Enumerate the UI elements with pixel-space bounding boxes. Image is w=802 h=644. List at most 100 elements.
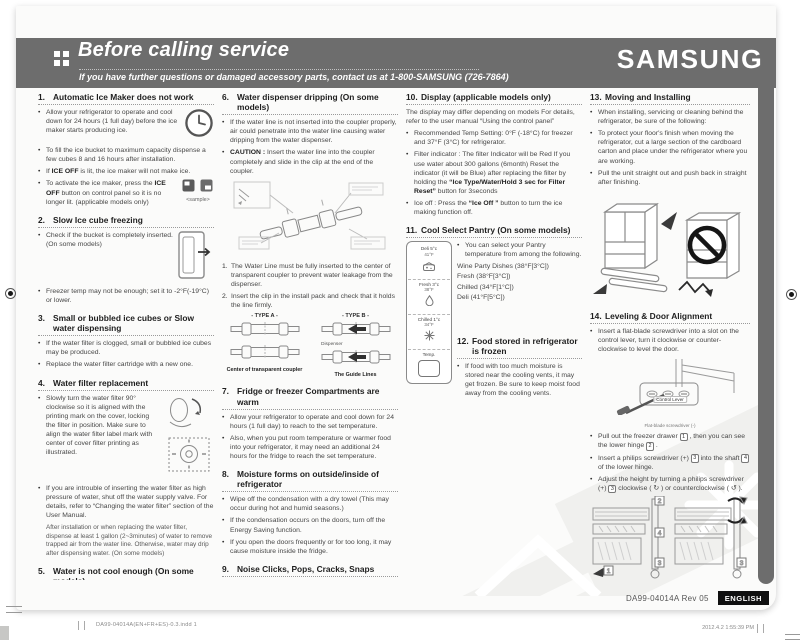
bullet-marker: • (590, 169, 598, 187)
bullet-marker: • (406, 129, 414, 147)
language-badge: ENGLISH (718, 591, 769, 605)
item-text: If you open the doors frequently or for … (230, 538, 398, 556)
bullet-marker: • (38, 484, 46, 520)
section-heading: 7.Fridge or freezer Compartments are war… (222, 386, 398, 409)
section-title: Cool Select Pantry (On some models) (421, 225, 582, 235)
number-marker: 1. (222, 262, 231, 289)
bullet-item: •If you are introuble of inserting the w… (38, 484, 214, 520)
print-file-name: DA99-04014A(EN+FR+ES)-0.3.indd 1 (96, 622, 197, 628)
drawer-hinge-step-2: 3 (674, 496, 748, 580)
item-text: Insert a philips screwdriver (+) 3 into … (598, 454, 750, 472)
section-body: •Allow your refrigerator to operate and … (222, 413, 398, 461)
section-9: 9.Noise Clicks, Pops, Cracks, Snaps•Thes… (222, 564, 398, 580)
print-timestamp: 2012.4.2 1:55:39 PM (702, 625, 754, 631)
section-1: 1.Automatic Ice Maker does not work•Allo… (38, 92, 214, 207)
droplet-icon (408, 293, 450, 311)
item-text: Adjust the height by turning a philips s… (598, 475, 750, 493)
page-title: Before calling service (78, 39, 289, 62)
coupler-types-illustration: - TYPE A -Center of transparent coupler-… (222, 313, 398, 378)
bullet-marker: • (38, 287, 46, 305)
section-heading: 10.Display (applicable models only) (406, 92, 582, 105)
section-heading: 1.Automatic Ice Maker does not work (38, 92, 214, 105)
bullet-item: •If you open the doors frequently or for… (222, 538, 398, 556)
section-heading: 4.Water filter replacement (38, 378, 214, 391)
bullet-marker: • (38, 167, 46, 176)
section-3: 3.Small or bubbled ice cubes or Slow wat… (38, 313, 214, 369)
item-text: To protect your floor's finish when movi… (598, 129, 750, 165)
item-text: Slowly turn the water filter 90° clockwi… (46, 394, 214, 481)
bullet-item: •Adjust the height by turning a philips … (590, 475, 750, 493)
item-text: CAUTION : Insert the water line into the… (230, 148, 398, 175)
section-heading: 5.Water is not cool enough (On some mode… (38, 566, 214, 580)
bullet-item: •If the water filter is clogged, small o… (38, 339, 214, 357)
section-number: 2. (38, 215, 53, 225)
section-2: 2.Slow Ice cube freezing•Check if the bu… (38, 215, 214, 305)
section-4: 4.Water filter replacement •Slowly turn t… (38, 378, 214, 559)
section-number: 7. (222, 386, 237, 406)
document-code: DA99-04014A Rev 05 (626, 594, 709, 603)
bullet-item: •Check if the bucket is completely inser… (38, 231, 214, 284)
page-subtitle: If you have further questions or damaged… (79, 72, 509, 82)
bullet-item: •Recommended Temp Setting: 0°F (-18°C) f… (406, 129, 582, 147)
num-item: 2.Insert the clip in the install pack an… (222, 292, 398, 310)
item-text: Also, when you put room temperature or w… (230, 434, 398, 461)
section-title: Noise Clicks, Pops, Cracks, Snaps (237, 564, 398, 574)
bullet-marker: • (222, 118, 230, 145)
bullet-item: •If the water line is not inserted into … (222, 118, 398, 145)
clock-illustration (184, 108, 214, 141)
bullet-marker: • (590, 327, 598, 354)
bullet-marker: • (38, 231, 46, 284)
section-number: 8. (222, 469, 237, 489)
section-heading: 8.Moisture forms on outside/inside of re… (222, 469, 398, 492)
bullet-marker: • (38, 108, 46, 143)
section-body: •If the water filter is clogged, small o… (38, 339, 214, 369)
section-5: 5.Water is not cool enough (On some mode… (38, 566, 214, 580)
item-text: After installation or when replacing the… (46, 524, 212, 557)
bullet-item: •Pull out the freezer drawer 1 , then yo… (590, 432, 750, 451)
bullet-item: •Wipe off the condensation with a dry to… (222, 495, 398, 513)
bullet-marker: • (222, 495, 230, 513)
bullet-marker: • (457, 362, 465, 398)
section-number: 6. (222, 92, 237, 112)
section-13: 13.Moving and Installing•When installing… (590, 92, 750, 303)
bullet-marker: • (222, 538, 230, 556)
header-divider (79, 69, 479, 70)
bullet-marker: • (406, 150, 414, 195)
bullet-item: •Replace the water filter cartridge with… (38, 360, 214, 369)
bullet-marker: • (38, 360, 46, 369)
section-body: The display may differ depending on mode… (406, 108, 582, 217)
item-text: When installing, servicing or cleaning b… (598, 108, 750, 126)
section-marker-icon (54, 51, 69, 66)
section-number: 10. (406, 92, 421, 102)
item-text: To fill the ice bucket to maximum capaci… (46, 146, 214, 164)
svg-text:1: 1 (607, 568, 611, 575)
bullet-marker: • (38, 394, 46, 481)
callout-number: 1 (680, 433, 688, 442)
section-number: 5. (38, 566, 53, 580)
item-text: Filter indicator : The filter Indicator … (414, 150, 582, 195)
page-edge-band (758, 88, 774, 584)
section-heading: 13.Moving and Installing (590, 92, 750, 105)
item-text: If food with too much moisture is stored… (465, 362, 582, 398)
plain-item: The display may differ depending on mode… (406, 108, 582, 126)
figure-caption: <sample> (182, 197, 214, 204)
section-heading: 9.Noise Clicks, Pops, Cracks, Snaps (222, 564, 398, 577)
section-number: 1. (38, 92, 53, 102)
column-4: 13.Moving and Installing•When installing… (590, 92, 750, 580)
section-title: Fridge or freezer Compartments are warm (237, 386, 398, 406)
trim-marks-left (6, 606, 22, 618)
bullet-marker: • (590, 129, 598, 165)
section-number: 13. (590, 92, 605, 102)
water-line-coupler-illustration (222, 179, 398, 258)
section-body: •When installing, servicing or cleaning … (590, 108, 750, 303)
bullet-item: •Allow your refrigerator to operate and … (222, 413, 398, 431)
bullet-item: •You can select your Pantry temperature … (457, 241, 582, 259)
svg-text:3: 3 (740, 560, 744, 567)
section-number: 3. (38, 313, 53, 333)
bullet-item: •Insert a flat-blade screwdriver into a … (590, 327, 750, 354)
section-body: •Wipe off the condensation with a dry to… (222, 495, 398, 556)
